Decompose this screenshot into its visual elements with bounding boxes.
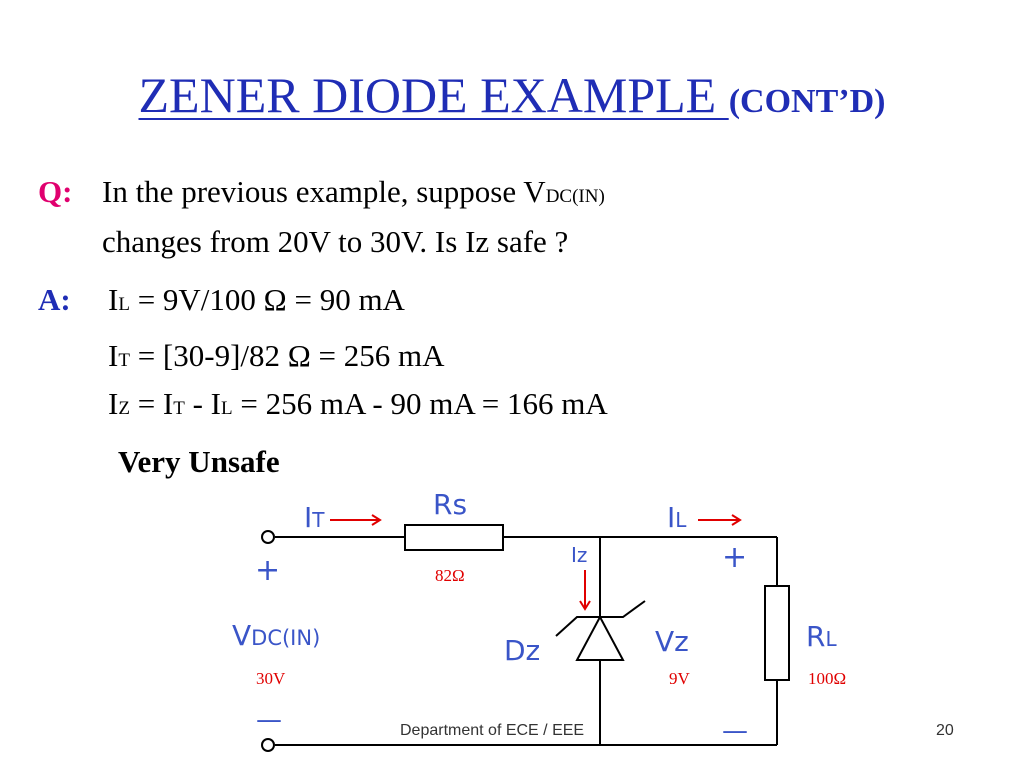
output-minus-sign: — [722,716,748,746]
slide-title: ZENER DIODE EXAMPLE (CONT’D) [0,66,1024,124]
eq3-s2: T [173,398,185,419]
eq3-s1: Z [118,398,130,419]
question-line-2: changes from 20V to 30V. Is Iz safe ? [102,224,569,259]
title-sub: (CONT’D) [728,83,886,120]
title-main: ZENER DIODE EXAMPLE [138,67,729,123]
zener-bar [555,600,646,637]
input-minus-sign: — [256,705,282,735]
footer-department: Department of ECE / EEE [400,722,585,739]
component-values: 82Ω 30V 9V 100Ω [256,566,846,688]
eq3-t2: - I [184,386,222,421]
eq3-t1: = I [129,386,174,421]
question-line-1-text: In the previous example, suppose V [102,174,546,209]
answer-eq-3: IZ = IT - IL = 256 mA - 90 mA = 166 mA [108,386,608,427]
eq2-rest: = [30-9]/82 Ω = 256 mA [129,338,445,373]
vz-value: 9V [669,669,691,688]
it-arrow-head [371,514,382,526]
rl-value: 100Ω [808,669,846,688]
footer-page-number: 20 [936,722,954,739]
current-arrows [330,514,742,611]
vdc-subscript: DC(IN) [545,186,605,207]
il-label: IL [667,501,687,534]
resistor-rs [404,524,504,551]
vdc-value: 30V [256,669,286,688]
eq1-var: I [108,282,119,317]
answer-eq-2: IT = [30-9]/82 Ω = 256 mA [108,338,445,379]
vdc-label: VDC(IN) [232,619,320,652]
question-label: Q: [38,174,73,209]
dz-label: Dz [504,634,540,667]
iz-label: Iz [571,543,587,567]
iz-arrow-head [579,600,591,611]
rl-label: RL [806,620,837,653]
input-terminal-bottom [261,738,275,752]
zener-triangle [575,614,625,661]
eq3-v1: I [108,386,119,421]
eq1-sub: L [118,294,130,315]
eq3-s3: L [221,398,233,419]
vz-label: Vz [655,625,689,658]
answer-label: A: [38,282,71,317]
eq2-var: I [108,338,119,373]
answer-verdict: Very Unsafe [118,444,280,479]
input-terminal-top [261,530,275,544]
zener-diode-symbol [555,600,646,661]
eq3-t3: = 256 mA - 90 mA = 166 mA [232,386,608,421]
question-line-1: In the previous example, suppose VDC(IN) [102,174,605,215]
rs-value: 82Ω [435,566,465,585]
input-plus-sign: + [255,553,280,588]
rs-label: Rs [433,488,467,521]
output-plus-sign: + [722,540,747,575]
eq1-rest: = 9V/100 Ω = 90 mA [129,282,405,317]
circuit-wires [275,536,778,746]
il-arrow-head [731,514,742,526]
eq2-sub: T [118,350,130,371]
resistor-rl [764,585,790,681]
answer-eq-1: IL = 9V/100 Ω = 90 mA [108,282,405,323]
it-label: IT [304,501,325,534]
circuit-labels: IT Rs IL Iz + + VDC(IN) Dz Vz RL — — [232,488,837,746]
